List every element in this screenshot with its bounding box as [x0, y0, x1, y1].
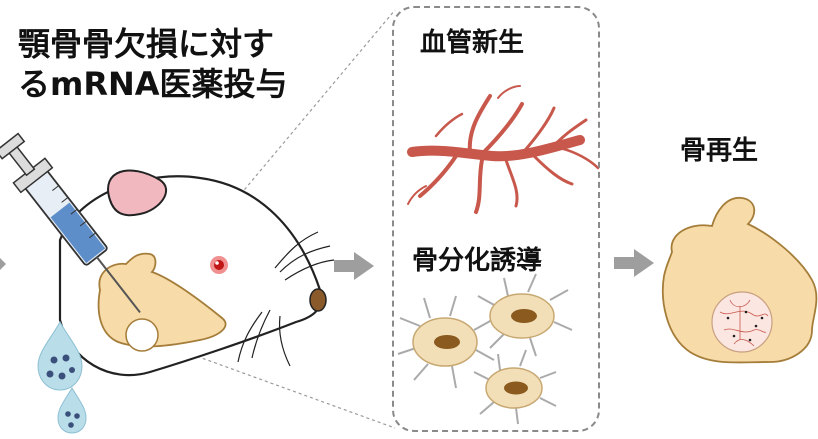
- osteoblast-cell-2: [477, 273, 573, 357]
- regenerated-bone: [661, 197, 818, 364]
- whiskers: [237, 231, 335, 367]
- diagram-title: 顎骨骨欠損に対す るmRNA医薬投与: [18, 24, 288, 104]
- mechanism-panel: [392, 6, 600, 432]
- arrow-1: [334, 252, 374, 280]
- label-angiogenesis: 血管新生: [420, 28, 525, 58]
- title-line-1: 顎骨骨欠損に対す: [18, 25, 275, 63]
- osteoblast-cell-1: [397, 295, 495, 389]
- bone-defect: [125, 318, 159, 352]
- title-line-2: るmRNA医薬投与: [18, 65, 288, 103]
- rat-illustration: [58, 169, 335, 377]
- new-vessels: [719, 299, 769, 347]
- lnp-droplet-2: [57, 387, 87, 434]
- regenerated-defect: [711, 291, 773, 353]
- arrow-partial-left: [0, 258, 6, 270]
- lnp-droplet-1: [37, 320, 83, 391]
- arrow-2: [614, 249, 654, 277]
- eye-icon: [214, 260, 224, 270]
- blood-vessel-icon: [407, 85, 600, 214]
- nose-icon: [309, 288, 327, 312]
- osteoblast-cell-3: [473, 349, 557, 425]
- syringe-icon: [0, 132, 141, 314]
- new-bone-cells: [726, 310, 764, 342]
- label-osteogenic-induction: 骨分化誘導: [412, 246, 543, 276]
- label-bone-regeneration: 骨再生: [680, 136, 759, 166]
